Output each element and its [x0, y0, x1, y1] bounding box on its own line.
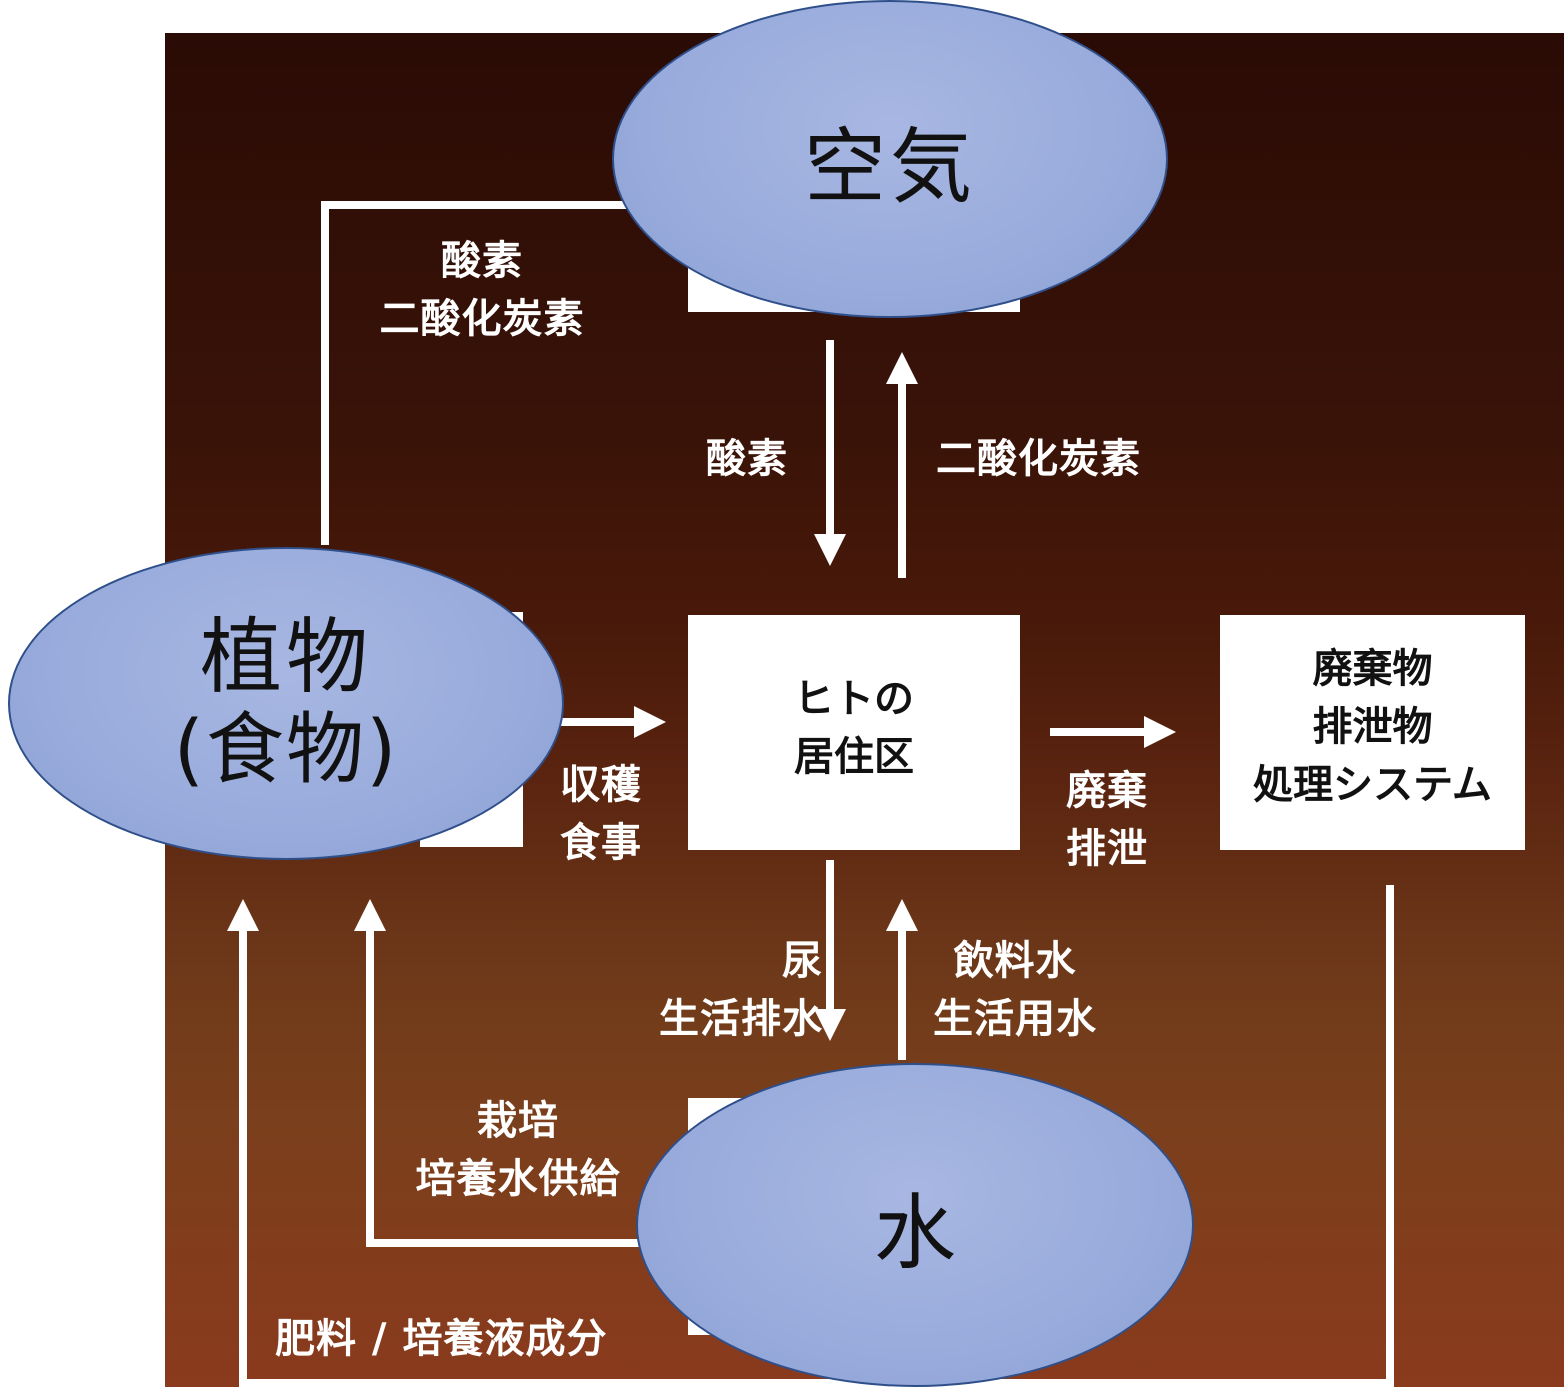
plants-air-loop-line: [321, 201, 630, 545]
cultivation-label: 栽培 培養水供給: [415, 1097, 621, 1202]
waste-to-plants-arrow: [227, 885, 1394, 1387]
water-label: 水: [873, 1185, 956, 1281]
air-ellipse: 空気: [612, 0, 1168, 318]
oxygen-label: 酸素: [706, 435, 788, 482]
plants-label: 植物: [199, 609, 372, 705]
co2-label: 二酸化炭素: [936, 435, 1141, 482]
waste-system-label: 廃棄物 排泄物 処理システム: [1253, 645, 1492, 808]
waste-system-box: [1220, 615, 1525, 850]
water-ellipse: 水: [636, 1063, 1194, 1387]
urine-wastewater-label: 尿 生活排水: [659, 937, 823, 1042]
habitat-label: ヒトの 居住区: [794, 675, 914, 780]
food-label: (食物): [173, 704, 399, 795]
plants-air-label: 酸素 二酸化炭素: [379, 237, 585, 342]
disposal-excretion-label: 廃棄 排泄: [1066, 767, 1148, 872]
air-label: 空気: [803, 119, 976, 215]
plants-ellipse: 植物 (食物): [8, 547, 564, 860]
drinking-water-label: 飲料水 生活用水: [933, 937, 1097, 1042]
harvest-meal-label: 収穫 食事: [560, 761, 642, 866]
fertilizer-label: 肥料 / 培養液成分: [275, 1315, 608, 1362]
habitat-box: [688, 615, 1020, 850]
water-to-plants-arrow: [354, 899, 650, 1247]
